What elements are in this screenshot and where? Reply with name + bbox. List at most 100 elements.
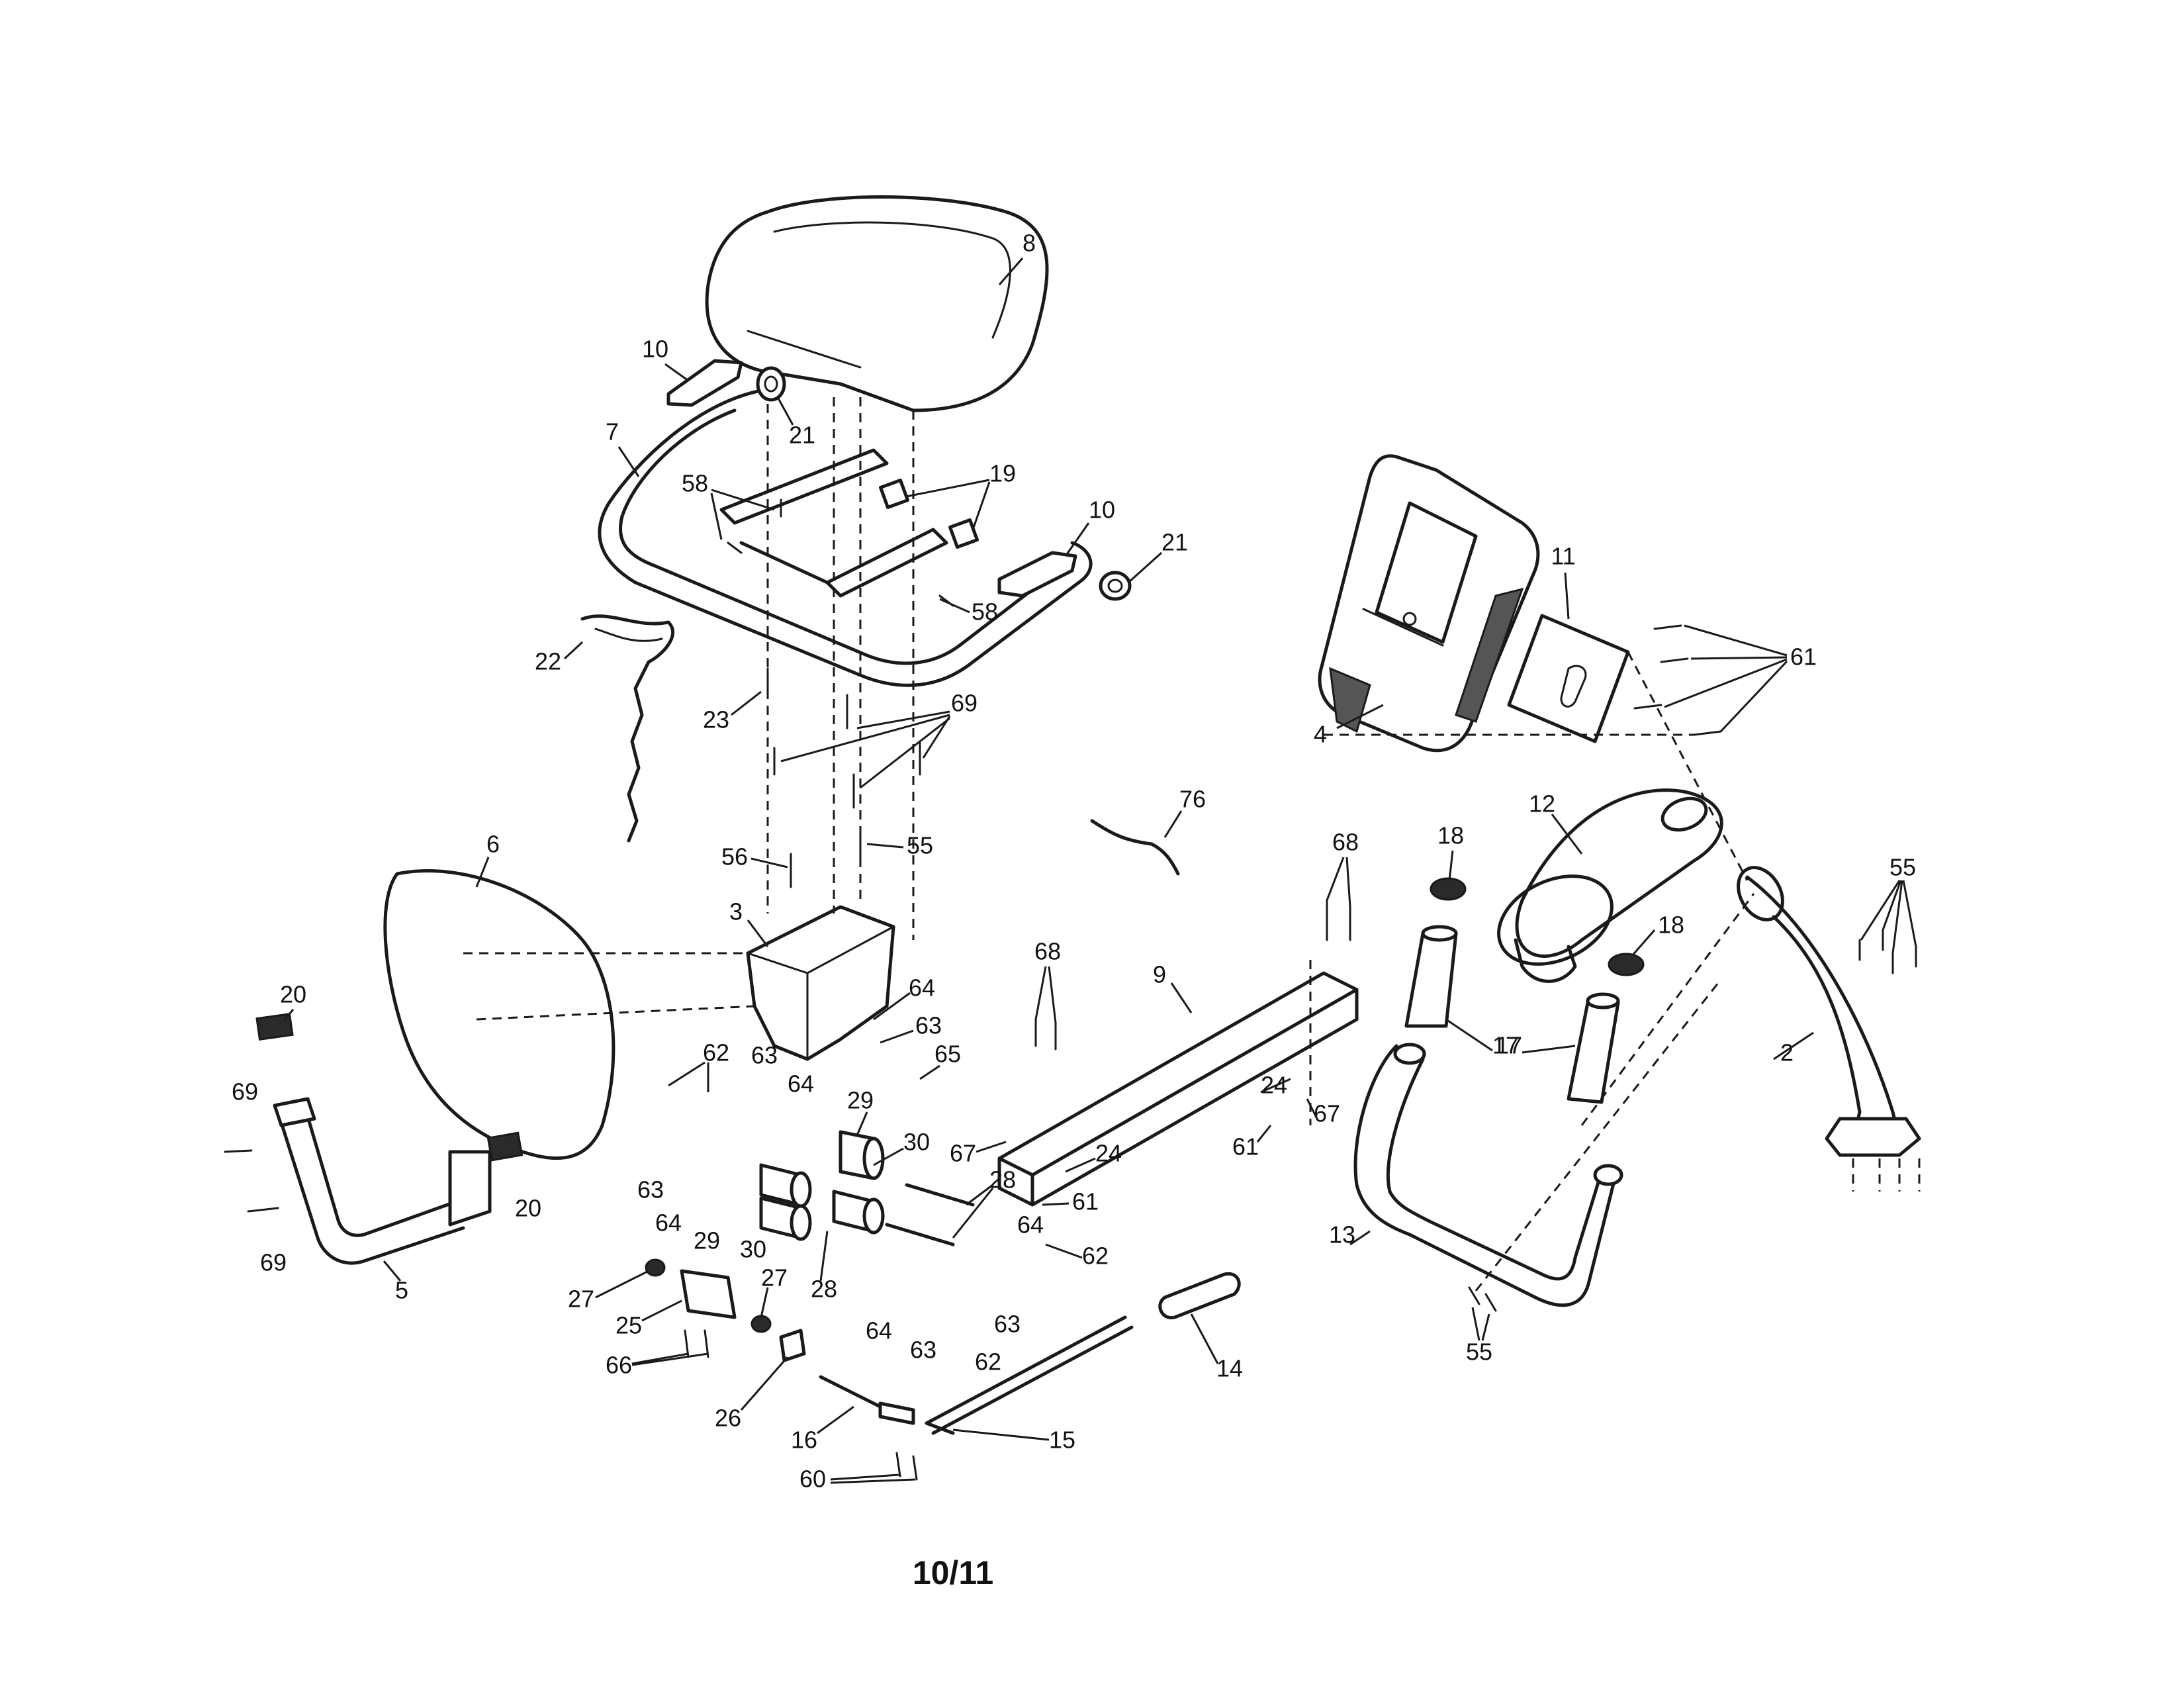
callout-61: 61	[1232, 1133, 1259, 1160]
callout-17: 17	[1492, 1032, 1519, 1059]
callout-labels: 8 10 21 7 58 19 10 21 58 22 23 69 11 61 …	[232, 230, 1916, 1493]
page-number: 10/11	[913, 1554, 993, 1591]
part-frame-cap-top	[255, 1012, 294, 1041]
part-backrest-pad	[383, 869, 615, 1160]
part-handle-grip-left	[666, 359, 743, 407]
callout-25: 25	[615, 1312, 642, 1339]
part-end-cap-left	[756, 366, 786, 402]
callout-26: 26	[715, 1405, 741, 1432]
callout-21: 21	[1161, 529, 1188, 556]
part-foam-grip-right	[1567, 992, 1620, 1104]
callout-6: 6	[486, 831, 500, 858]
callout-27: 27	[568, 1286, 594, 1313]
assembly-guides	[463, 397, 1921, 1291]
callout-63: 63	[915, 1012, 942, 1039]
callout-67: 67	[950, 1140, 976, 1167]
callout-69: 69	[260, 1249, 287, 1276]
callout-30: 30	[740, 1236, 766, 1263]
part-wire-harness	[580, 614, 674, 843]
callout-67: 67	[1314, 1100, 1340, 1127]
part-handlebar-frame	[1353, 1043, 1623, 1307]
callout-61: 61	[1790, 643, 1817, 671]
leader-lines	[283, 258, 1917, 1484]
callout-56: 56	[721, 843, 748, 870]
part-console-bracket	[1507, 614, 1630, 743]
callout-28: 28	[989, 1166, 1016, 1194]
callout-8: 8	[1023, 230, 1036, 257]
callout-11: 11	[1551, 543, 1575, 570]
callout-63: 63	[910, 1336, 936, 1364]
part-grip-cap-right	[1608, 953, 1645, 976]
callout-63: 63	[751, 1042, 778, 1069]
callout-62: 62	[975, 1348, 1001, 1376]
callout-62: 62	[1082, 1243, 1109, 1270]
callout-68: 68	[1332, 829, 1359, 856]
part-square-plugs	[878, 478, 979, 549]
callout-24: 24	[1095, 1140, 1122, 1167]
callout-3: 3	[729, 898, 743, 925]
callout-4: 4	[1314, 721, 1327, 748]
callout-64: 64	[1017, 1211, 1044, 1239]
callout-29: 29	[847, 1087, 874, 1114]
part-foam-grip-left	[1404, 925, 1458, 1028]
callout-2: 2	[1780, 1039, 1794, 1066]
callout-55: 55	[907, 832, 933, 859]
callout-63: 63	[637, 1176, 664, 1203]
callout-69: 69	[232, 1078, 258, 1105]
callout-76: 76	[1179, 786, 1206, 813]
callout-30: 30	[903, 1129, 930, 1156]
callout-23: 23	[703, 706, 729, 733]
part-seat-frame	[598, 389, 1093, 687]
callout-65: 65	[934, 1041, 961, 1068]
callout-16: 16	[791, 1427, 817, 1454]
part-axles	[885, 1183, 975, 1246]
callout-64: 64	[788, 1070, 814, 1098]
callout-64: 64	[655, 1209, 682, 1237]
part-grip-cap-left	[1430, 877, 1467, 901]
part-sensor-cable	[1090, 819, 1180, 876]
part-frame-cap-bottom	[486, 1131, 523, 1162]
callout-14: 14	[1216, 1355, 1243, 1382]
callout-61: 61	[1072, 1188, 1099, 1215]
callout-7: 7	[606, 418, 619, 445]
callout-21: 21	[789, 422, 815, 449]
fasteners	[224, 498, 1917, 1481]
callout-55: 55	[1466, 1338, 1492, 1366]
part-seat-rail	[997, 971, 1359, 1207]
part-backrest-frame	[273, 1097, 492, 1265]
callout-24: 24	[1261, 1072, 1287, 1099]
callout-17: 17	[1496, 1032, 1522, 1059]
part-handle-grip-right	[997, 551, 1077, 598]
part-end-cap-right	[1099, 571, 1132, 601]
callout-10: 10	[1089, 496, 1115, 524]
callout-12: 12	[1529, 790, 1555, 818]
callout-19: 19	[989, 460, 1016, 487]
callout-66: 66	[606, 1352, 632, 1379]
callout-68: 68	[1034, 938, 1061, 965]
callout-63: 63	[994, 1311, 1021, 1338]
callout-9: 9	[1153, 961, 1166, 988]
callout-58: 58	[972, 598, 998, 626]
callout-64: 64	[866, 1317, 892, 1344]
part-seat-cushion	[705, 195, 1049, 412]
part-seat-carriage	[746, 905, 895, 1061]
callout-62: 62	[703, 1039, 729, 1066]
part-console-shroud	[1497, 788, 1723, 983]
callout-64: 64	[909, 974, 935, 1002]
callout-18: 18	[1658, 912, 1684, 939]
callout-55: 55	[1889, 854, 1916, 881]
callout-29: 29	[694, 1227, 720, 1254]
part-wheel-bracket	[645, 1258, 806, 1362]
callout-20: 20	[515, 1195, 541, 1222]
callout-58: 58	[682, 470, 708, 497]
callout-15: 15	[1049, 1427, 1075, 1454]
callout-28: 28	[811, 1276, 837, 1303]
callout-22: 22	[535, 648, 561, 675]
callout-27: 27	[761, 1264, 788, 1291]
part-upright	[1737, 866, 1921, 1157]
callout-18: 18	[1437, 822, 1464, 849]
callout-60: 60	[799, 1466, 826, 1493]
part-adjustment-lever	[819, 1272, 1241, 1435]
